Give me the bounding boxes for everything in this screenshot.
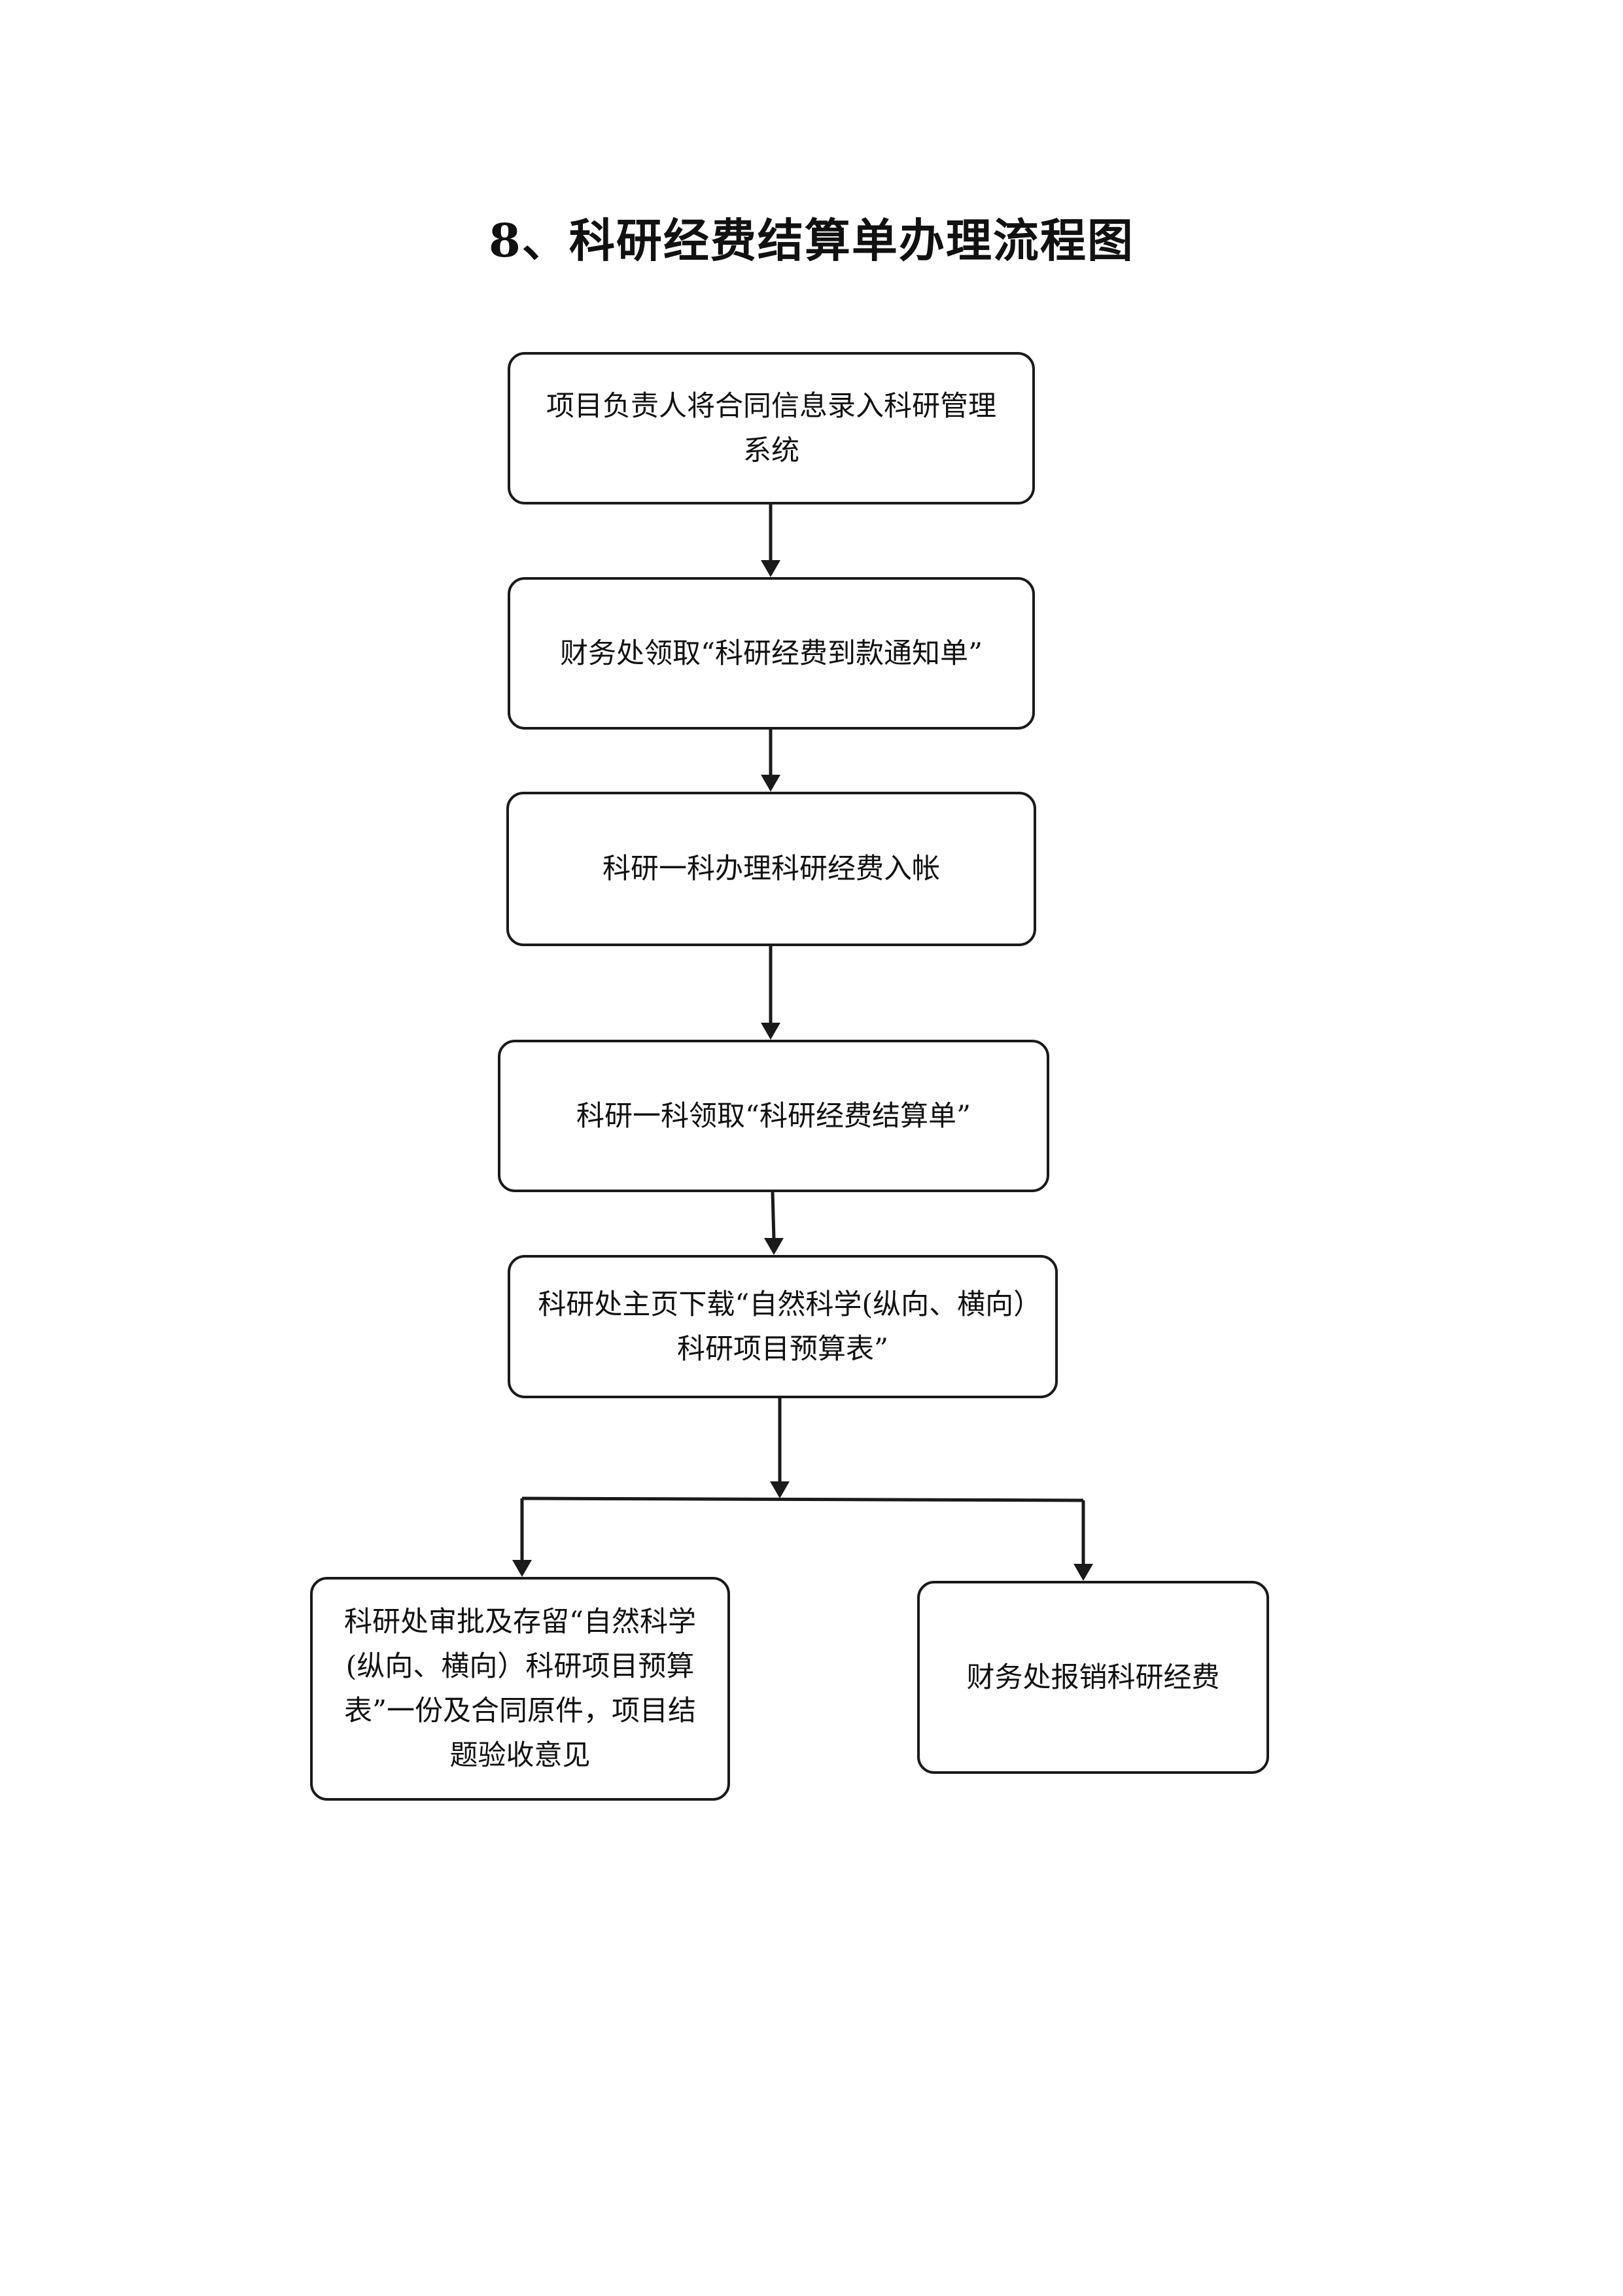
branch-right-text: 财务处报销科研经费 [966, 1661, 1220, 1694]
branch-box-right: 财务处报销科研经费 [917, 1581, 1269, 1774]
step-5-text: 科研处主页下载“自然科学(纵向、横向）科研项目预算表” [538, 1288, 1028, 1366]
branch-left-text: 科研处审批及存留“自然科学(纵向、横向）科研项目预算表”一份及合同原件，项目结题… [344, 1606, 696, 1772]
arrowhead-branch-right [1073, 1564, 1093, 1581]
step-3-text: 科研一科办理科研经费入帐 [602, 853, 940, 885]
arrowhead-branch-left [512, 1560, 532, 1577]
step-4-text: 科研一科领取“科研经费结算单” [576, 1099, 971, 1133]
step-box-3: 科研一科办理科研经费入帐 [506, 792, 1036, 946]
step-1-text: 项目负责人将合同信息录入科研管理系统 [546, 389, 996, 467]
arrowhead-step3 [761, 775, 780, 792]
step-2-text: 财务处领取“科研经费到款通知单” [560, 637, 983, 670]
step-box-5: 科研处主页下载“自然科学(纵向、横向）科研项目预算表” [508, 1255, 1058, 1398]
branch-box-left: 科研处审批及存留“自然科学(纵向、横向）科研项目预算表”一份及合同原件，项目结题… [310, 1577, 730, 1801]
arrowhead-step4 [761, 1023, 780, 1040]
step-box-1: 项目负责人将合同信息录入科研管理系统 [508, 352, 1035, 504]
step-box-2: 财务处领取“科研经费到款通知单” [508, 577, 1035, 730]
arrowhead-step5 [764, 1238, 784, 1255]
arrowhead-split [770, 1481, 790, 1498]
split-line [521, 1496, 1084, 1502]
step-box-4: 科研一科领取“科研经费结算单” [498, 1040, 1049, 1192]
arrow-step4-to-step5 [771, 1192, 776, 1240]
arrowhead-step2 [761, 560, 780, 577]
page-title: 8、科研经费结算单办理流程图 [489, 213, 1134, 268]
